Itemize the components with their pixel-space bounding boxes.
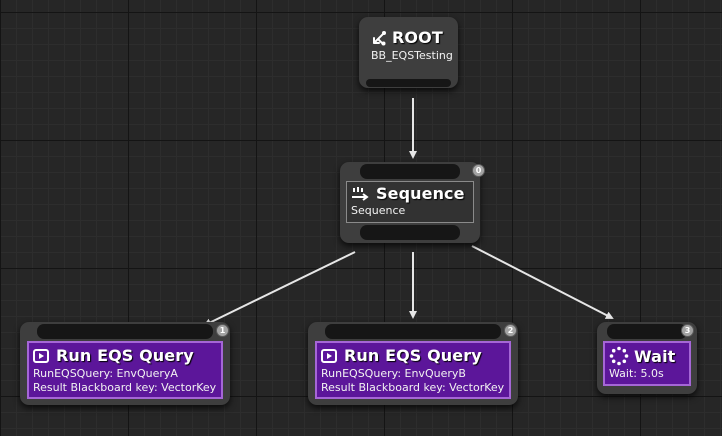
execution-order-badge: 3 bbox=[681, 324, 694, 337]
root-node-title-row: ROOT bbox=[371, 28, 454, 47]
task-2-body: Run EQS Query RunEQSQuery: EnvQueryB Res… bbox=[315, 341, 511, 399]
task-3-duration: Wait: 5.0s bbox=[609, 367, 664, 380]
execution-order-badge: 2 bbox=[504, 324, 517, 337]
task-1-title: Run EQS Query bbox=[56, 346, 194, 365]
root-output-pin[interactable] bbox=[366, 79, 451, 87]
root-node-blackboard: BB_EQSTesting bbox=[371, 49, 453, 62]
sequence-node-subtitle: Sequence bbox=[351, 204, 406, 217]
sequence-output-pin[interactable] bbox=[360, 225, 460, 240]
task-1-query: RunEQSQuery: EnvQueryA bbox=[33, 367, 178, 380]
sequence-input-pin[interactable] bbox=[360, 164, 460, 179]
execution-order-badge: 0 bbox=[472, 164, 485, 177]
sequence-node-title-row: Sequence bbox=[351, 184, 473, 203]
task-3-body: Wait Wait: 5.0s bbox=[603, 341, 691, 386]
task-2-query: RunEQSQuery: EnvQueryB bbox=[321, 367, 466, 380]
edge-sequence-to-task-1 bbox=[203, 251, 356, 326]
task-1-title-row: Run EQS Query bbox=[33, 346, 221, 365]
task-3-title-row: Wait bbox=[609, 346, 689, 366]
sequence-icon bbox=[351, 185, 371, 203]
task-1-blackboard-key: Result Blackboard key: VectorKey bbox=[33, 381, 217, 394]
root-node-title: ROOT bbox=[392, 28, 443, 47]
task-2-blackboard-key: Result Blackboard key: VectorKey bbox=[321, 381, 505, 394]
sequence-node-title: Sequence bbox=[376, 184, 465, 203]
sequence-node-body: Sequence Sequence bbox=[346, 181, 474, 223]
task-node-wait[interactable]: Wait Wait: 5.0s 3 bbox=[597, 322, 697, 394]
execution-order-badge: 1 bbox=[216, 324, 229, 337]
task-1-input-pin[interactable] bbox=[37, 324, 213, 339]
task-2-title-row: Run EQS Query bbox=[321, 346, 509, 365]
branch-icon bbox=[371, 30, 387, 46]
task-3-input-pin[interactable] bbox=[607, 324, 687, 339]
task-1-body: Run EQS Query RunEQSQuery: EnvQueryA Res… bbox=[27, 341, 223, 399]
root-node-body: ROOT BB_EQSTesting bbox=[363, 22, 454, 76]
edge-sequence-to-task-3 bbox=[471, 245, 614, 319]
run-eqs-icon bbox=[321, 348, 339, 364]
wait-icon bbox=[609, 346, 629, 366]
task-2-title: Run EQS Query bbox=[344, 346, 482, 365]
task-node-run-eqs-query-a[interactable]: Run EQS Query RunEQSQuery: EnvQueryA Res… bbox=[20, 322, 230, 405]
run-eqs-icon bbox=[33, 348, 51, 364]
root-node[interactable]: ROOT BB_EQSTesting bbox=[359, 17, 458, 88]
task-node-run-eqs-query-b[interactable]: Run EQS Query RunEQSQuery: EnvQueryB Res… bbox=[308, 322, 518, 405]
sequence-node[interactable]: Sequence Sequence 0 bbox=[340, 162, 485, 243]
task-3-title: Wait bbox=[634, 346, 676, 366]
task-2-input-pin[interactable] bbox=[325, 324, 501, 339]
